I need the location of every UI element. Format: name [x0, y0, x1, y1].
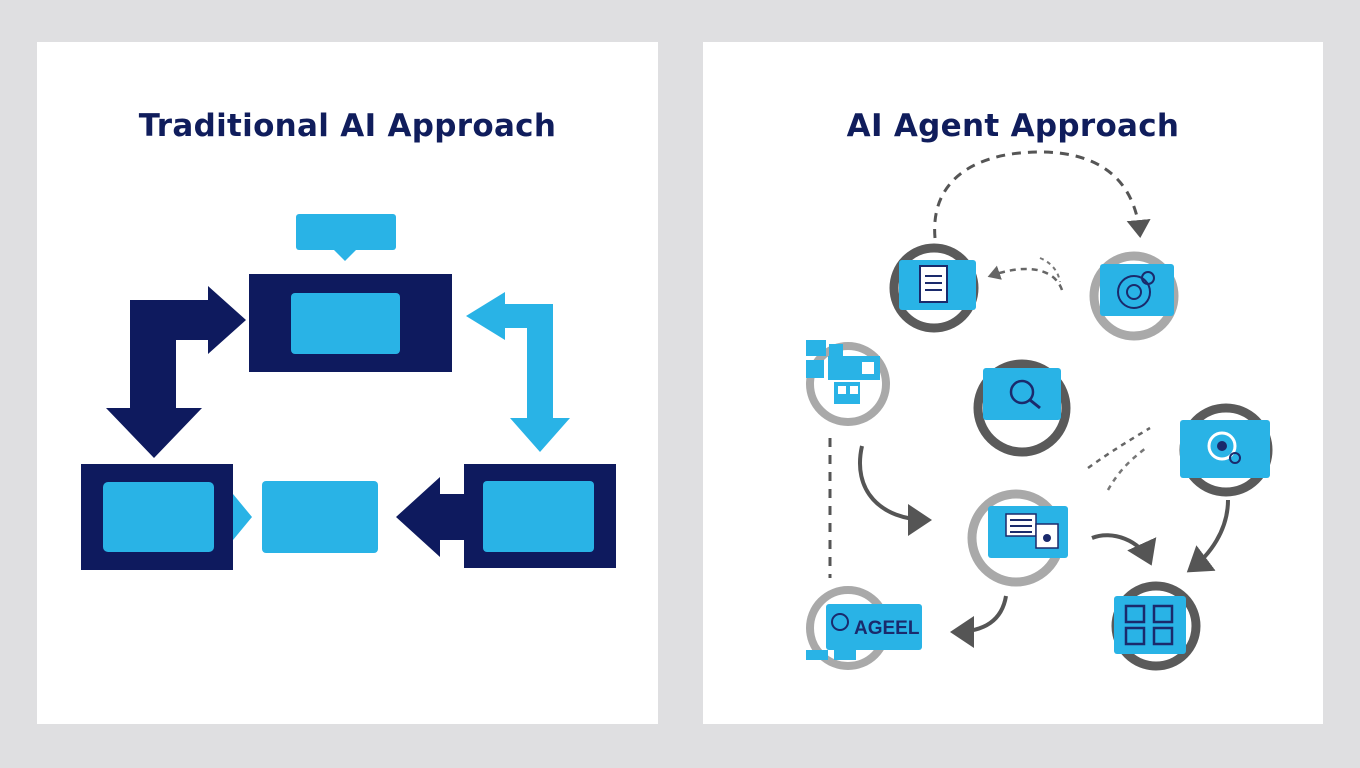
- traditional-ai-title: Traditional AI Approach: [138, 108, 557, 144]
- traditional-ai-panel: Traditional AI Approach: [37, 42, 658, 724]
- ai-agent-panel: AI Agent Approach: [703, 42, 1323, 724]
- ai-agent-title: AI Agent Approach: [846, 108, 1180, 144]
